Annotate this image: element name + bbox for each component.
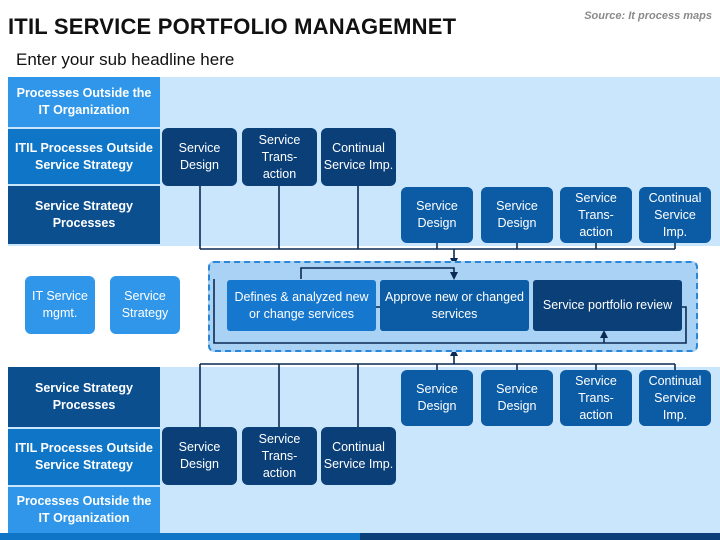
top-continual-improvement-box: Continual Service Imp.	[321, 128, 396, 186]
bottom-row-label-outside-strategy: ITIL Processes Outside Service Strategy	[8, 429, 160, 485]
top-strategy-continual-improvement-box: Continual Service Imp.	[639, 187, 711, 243]
approve-step-box: Approve new or changed services	[380, 280, 529, 331]
it-service-mgmt-box: IT Service mgmt.	[25, 276, 95, 334]
bottom-service-design-box: Service Design	[162, 427, 237, 485]
top-strategy-service-design-box-2: Service Design	[481, 187, 553, 243]
bottom-strategy-service-design-box-2: Service Design	[481, 370, 553, 426]
bottom-strategy-service-design-box-1: Service Design	[401, 370, 473, 426]
service-strategy-box: Service Strategy	[110, 276, 180, 334]
bottom-strategy-service-transaction-box: Service Trans- action	[560, 370, 632, 426]
top-row-label-outside-strategy: ITIL Processes Outside Service Strategy	[8, 129, 160, 184]
top-service-transaction-box: Service Trans- action	[242, 128, 317, 186]
top-row-label-strategy: Service Strategy Processes	[8, 186, 160, 244]
page-title: ITIL SERVICE PORTFOLIO MANAGEMNET	[8, 14, 457, 39]
top-strategy-service-design-box-1: Service Design	[401, 187, 473, 243]
bottom-row-label-strategy: Service Strategy Processes	[8, 367, 160, 427]
footer-stripe	[360, 533, 720, 540]
source-note: Source: It process maps	[584, 10, 712, 22]
define-analyze-step-box: Defines & analyzed new or change service…	[227, 280, 376, 331]
top-strategy-service-transaction-box: Service Trans- action	[560, 187, 632, 243]
bottom-row-label-outside-it: Processes Outside the IT Organization	[8, 487, 160, 533]
bottom-continual-improvement-box: Continual Service Imp.	[321, 427, 396, 485]
page-subtitle: Enter your sub headline here	[16, 50, 235, 69]
bottom-strategy-continual-improvement-box: Continual Service Imp.	[639, 370, 711, 426]
top-row-label-outside-it: Processes Outside the IT Organization	[8, 77, 160, 127]
top-service-design-box: Service Design	[162, 128, 237, 186]
portfolio-review-step-box: Service portfolio review	[533, 280, 682, 331]
bottom-service-transaction-box: Service Trans- action	[242, 427, 317, 485]
